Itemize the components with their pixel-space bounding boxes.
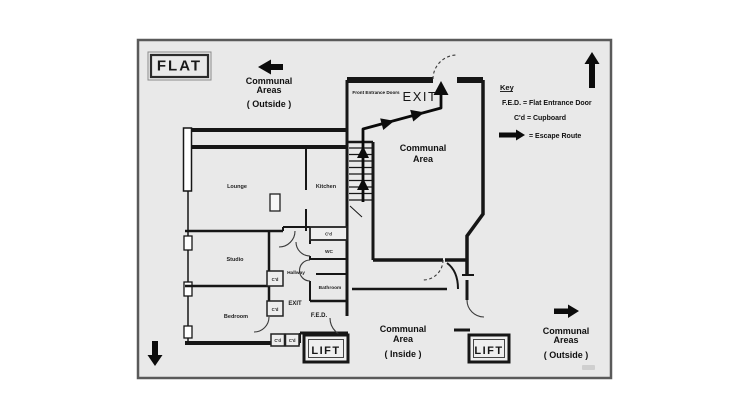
escape-route-arrowhead: [410, 109, 425, 122]
studio-label: Studio: [226, 257, 244, 263]
cupboard-label: C'd: [325, 232, 332, 237]
flat-title: FLAT: [157, 58, 202, 75]
cupboard-label: C'd: [272, 307, 279, 312]
lift-2: LIFT: [467, 333, 511, 364]
kitchen-label: Kitchen: [316, 184, 337, 190]
lift-label: LIFT: [474, 345, 503, 357]
communal-area-label: Area: [413, 154, 434, 164]
cupboard-label: C'd: [274, 338, 281, 343]
lift-1: LIFT: [302, 333, 350, 364]
escape-route-exit-arrowhead: [433, 81, 449, 95]
key-legend: Key F.E.D. = Flat Entrance Door C'd = Cu…: [499, 83, 592, 141]
communal-area-label: Communal: [400, 143, 447, 153]
fed-label: F.E.D.: [311, 313, 328, 319]
front-entrance-door-label: Front Entrance Doors: [352, 90, 400, 95]
key-cupboard-entry: C'd = Cupboard: [514, 115, 566, 122]
floor-plan-svg: FLAT Communal Areas ( Outside ) Key F.E.…: [136, 38, 613, 380]
bedroom-label: Bedroom: [224, 314, 248, 320]
cupboards: C'd C'd C'd C'd C'd: [266, 226, 348, 347]
up-arrow-icon: [584, 52, 600, 88]
communal-inside-label: Communal: [380, 324, 427, 334]
cupboard-box: [266, 300, 284, 317]
communal-line: ( Outside ): [544, 350, 589, 360]
communal-outside-bottom-label: Communal Areas ( Outside ): [543, 326, 590, 360]
communal-door-arc: [422, 259, 444, 281]
communal-line: Communal: [543, 326, 590, 336]
cupboard-box: [284, 333, 300, 347]
key-escape-entry: = Escape Route: [529, 133, 581, 140]
cupboard-box: [266, 270, 284, 287]
cupboard-label: C'd: [272, 277, 279, 282]
door-arcs: [253, 54, 485, 338]
escape-route: [357, 81, 449, 202]
escape-route-arrowhead: [357, 146, 369, 158]
lounge-door-leaf: [269, 193, 281, 212]
communal-line: ( Outside ): [247, 99, 292, 109]
lift-lobby-door-arc: [466, 299, 485, 318]
bathroom-door-arc: [299, 259, 311, 282]
right-arrow-icon: [554, 304, 579, 318]
communal-inside-label: Area: [393, 334, 414, 344]
left-arrow-icon: [258, 59, 283, 75]
exit-label: EXIT: [403, 89, 438, 104]
room-labels: Front Entrance Doors EXIT Communal Area …: [224, 89, 446, 359]
communal-line: Areas: [553, 335, 578, 345]
escape-route-arrow-icon: [499, 129, 525, 141]
bathroom-label: Bathroom: [319, 285, 342, 291]
wc-label: WC: [325, 249, 334, 255]
key-fed-entry: F.E.D. = Flat Entrance Door: [502, 100, 592, 107]
flat-title-box: FLAT: [147, 51, 212, 81]
watermark-mark: [582, 365, 595, 370]
key-title: Key: [500, 83, 515, 92]
flat-walls: [182, 80, 349, 345]
communal-inside-label: ( Inside ): [384, 349, 421, 359]
cupboard-box: [270, 333, 286, 347]
communal-walls: [347, 77, 485, 332]
hallway-label: Hallway: [287, 270, 305, 276]
communal-line: Areas: [256, 85, 281, 95]
bedroom-door-arc: [253, 316, 270, 333]
wc-door-arc: [295, 241, 311, 257]
communal-outside-top-label: Communal Areas ( Outside ): [246, 76, 293, 109]
down-arrow-icon: [147, 341, 163, 366]
communal-line: Communal: [246, 76, 293, 86]
escape-route-arrowhead: [357, 178, 369, 190]
lounge-label: Lounge: [227, 184, 247, 190]
hall-exit-label: EXIT: [288, 301, 302, 307]
front-entrance-door-arc: [432, 54, 458, 80]
cupboard-label: C'd: [289, 338, 296, 343]
studio-door-arc: [278, 230, 296, 248]
lift-label: LIFT: [311, 345, 340, 357]
cupboard-box: [309, 226, 348, 241]
escape-route-arrowhead: [380, 118, 395, 130]
